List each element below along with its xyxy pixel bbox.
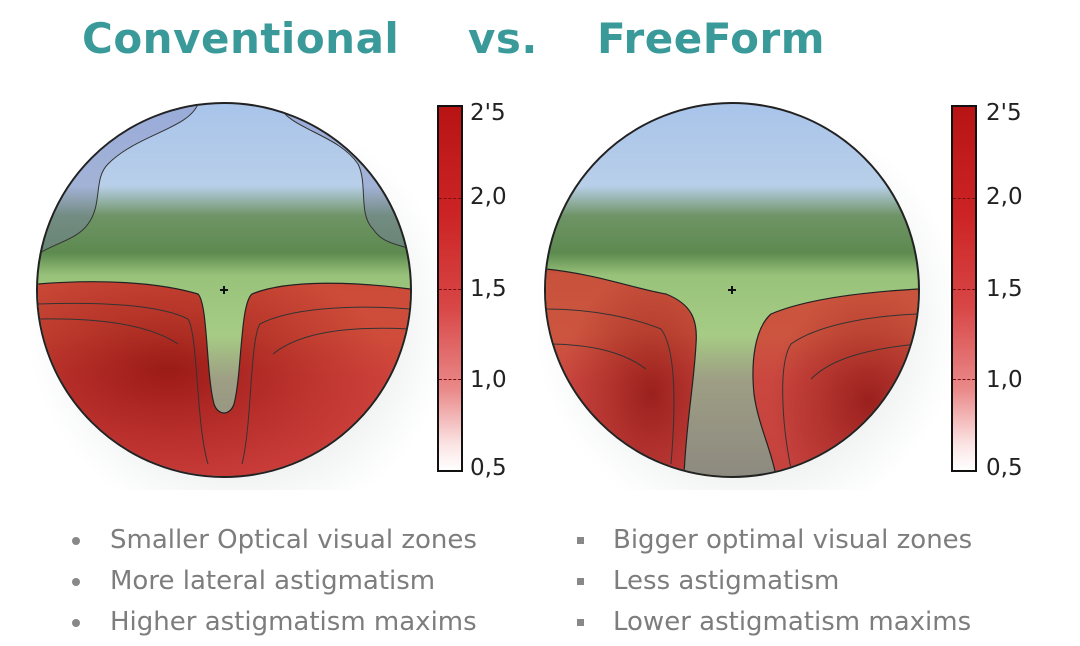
freeform-bullet-list: Bigger optimal visual zones Less astigma… — [575, 520, 972, 643]
colorbar-label: 2,0 — [470, 184, 507, 210]
colorbar-tick — [439, 197, 461, 199]
bullet-item: Smaller Optical visual zones — [72, 520, 477, 561]
freeform-lens-map — [544, 102, 920, 478]
title-conventional: Conventional — [82, 14, 400, 63]
colorbar-label: 0,5 — [986, 455, 1023, 481]
bullet-item: More lateral astigmatism — [72, 561, 477, 602]
colorbar-tick — [439, 379, 461, 381]
bullet-item: Lower astigmatism maxims — [575, 602, 972, 643]
colorbar-tick — [953, 288, 975, 290]
conventional-panel: 2'5 2,0 1,5 1,0 0,5 — [0, 100, 507, 495]
bullet-item: Bigger optimal visual zones — [575, 520, 972, 561]
colorbar-label: 2'5 — [470, 100, 506, 126]
colorbar — [437, 105, 463, 472]
colorbar-label: 1,5 — [986, 276, 1023, 302]
colorbar — [951, 105, 977, 472]
colorbar-label: 1,0 — [470, 367, 507, 393]
colorbar-tick — [953, 379, 975, 381]
colorbar-label: 2,0 — [986, 184, 1023, 210]
colorbar-label: 0,5 — [470, 455, 507, 481]
colorbar-tick — [439, 288, 461, 290]
freeform-panel: 2'5 2,0 1,5 1,0 0,5 — [508, 100, 1023, 495]
bullet-item: Less astigmatism — [575, 561, 972, 602]
astigmatism-overlay — [546, 268, 918, 476]
colorbar-tick — [953, 197, 975, 199]
colorbar-label: 2'5 — [986, 100, 1022, 126]
conventional-lens-map — [36, 102, 412, 478]
title-freeform: FreeForm — [597, 14, 826, 63]
colorbar-label: 1,5 — [470, 276, 507, 302]
title-vs: vs. — [468, 14, 538, 63]
fitting-cross-icon — [220, 286, 228, 294]
colorbar-label: 1,0 — [986, 367, 1023, 393]
astigmatism-overlay — [38, 104, 410, 476]
conventional-bullet-list: Smaller Optical visual zones More latera… — [72, 520, 477, 643]
fitting-cross-icon — [728, 286, 736, 294]
bullet-item: Higher astigmatism maxims — [72, 602, 477, 643]
